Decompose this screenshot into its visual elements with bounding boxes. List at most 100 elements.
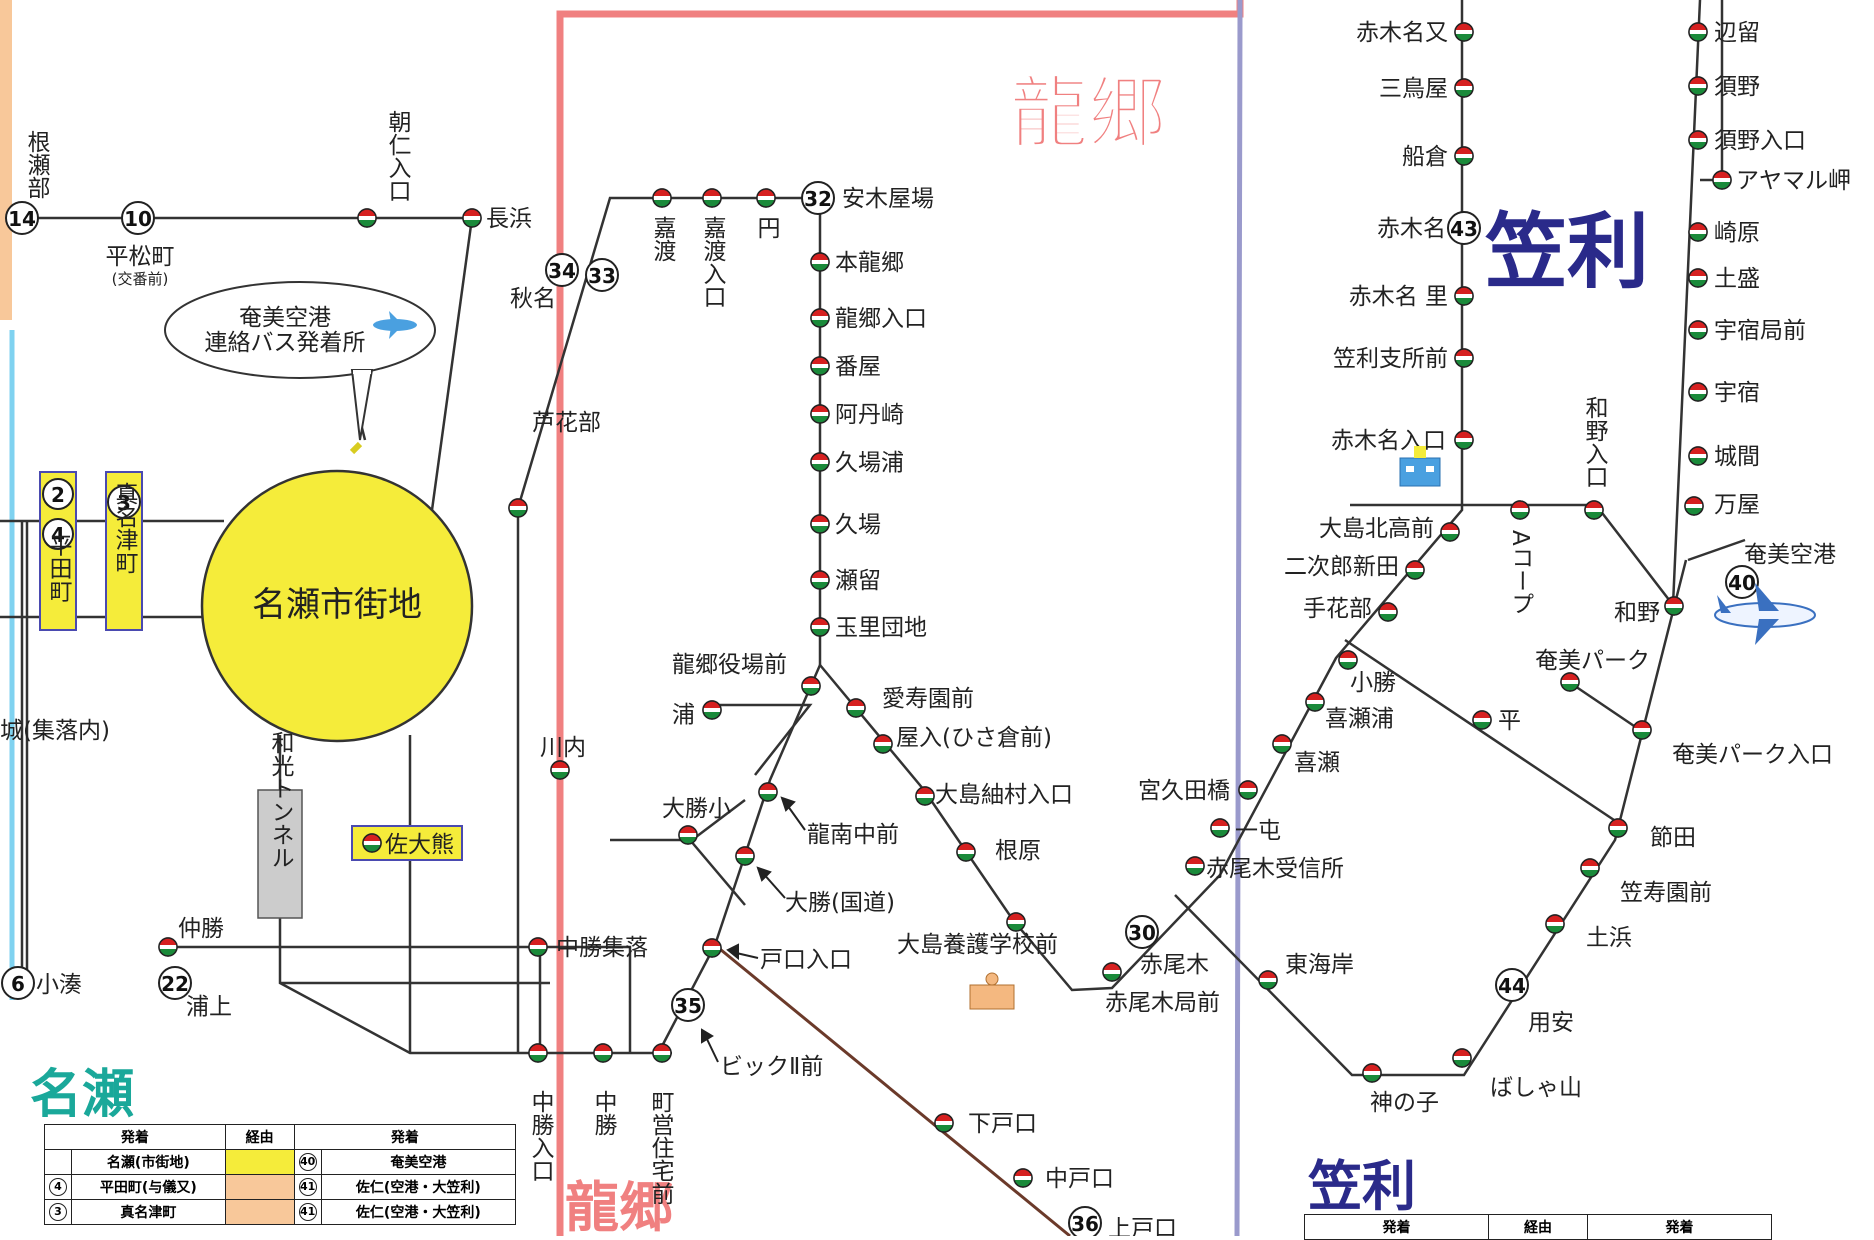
stop-nakakachi-iri: 中勝入口: [527, 1090, 555, 1182]
stop-ryunan: 龍南中前: [807, 822, 899, 848]
stop-ushuku-kyoku: 宇宿局前: [1714, 318, 1806, 344]
stop-sakibaru: 崎原: [1714, 220, 1760, 246]
stop-tokaigan: 東海岸: [1285, 952, 1354, 978]
row-num-to: 40: [298, 1153, 317, 1171]
stop-ankiyaba: 安木屋場: [842, 186, 934, 212]
stop-miyaku: 宮久田橋: [1138, 778, 1230, 804]
stop-mitoriya: 三鳥屋: [1379, 76, 1448, 102]
naze-center-label: 名瀬市街地: [252, 585, 422, 625]
stop-akao-jushin: 赤尾木受信所: [1206, 856, 1344, 882]
stop-ogachisho: 大勝小: [662, 796, 731, 822]
stop-taira: 平: [1498, 708, 1521, 734]
stop-tsuchihama: 土浜: [1586, 925, 1632, 951]
stop-uragami: 浦上: [186, 994, 232, 1020]
row-to: 佐仁(空港・大笠利): [320, 1199, 517, 1225]
stop-big2: ビックⅡ前: [720, 1054, 823, 1080]
stop-kisuura: 喜瀬浦: [1325, 706, 1394, 732]
stop-ogachi-kokudo: 大勝(国道): [785, 890, 895, 916]
airport-bus-bubble: [164, 281, 436, 379]
hirata-box[interactable]: 2 4 平田町: [39, 471, 77, 631]
naze-table-header-via: 経由: [224, 1124, 295, 1150]
stop-akaogi-kyoku: 赤尾木局前: [1105, 990, 1220, 1016]
table-row[interactable]: 4 平田町(与儀又) 41 佐仁(空港・大笠利): [44, 1174, 517, 1200]
stop-atansaki: 阿丹崎: [835, 402, 904, 428]
stop-tekebu: 手花部: [1303, 596, 1372, 622]
stop-banya: 番屋: [835, 354, 881, 380]
stop-neseibu: 根瀬部: [23, 130, 51, 199]
region-kasari-label: 笠利: [1485, 205, 1649, 300]
stop-akaogi: 赤尾木: [1140, 952, 1209, 978]
stop-kadoiri: 嘉渡入口: [699, 216, 727, 308]
stop-nakatoguchi: 中戸口: [1045, 1166, 1114, 1192]
stop-kado: 嘉渡: [649, 216, 677, 262]
stop-setome: 瀬留: [835, 568, 881, 594]
stop-yairi: 屋入(ひさ倉前): [896, 725, 1052, 751]
wako-tunnel-label: 和光トンネル: [267, 731, 295, 869]
region-borders: [0, 0, 1244, 1236]
stop-kasari-shisho: 笠利支所前: [1333, 346, 1448, 372]
hirata-label: 平田町: [45, 534, 72, 603]
stop-aijuen: 愛寿園前: [882, 686, 974, 712]
num-22: 22: [161, 972, 189, 996]
stop-asani: 朝仁入口: [384, 110, 412, 202]
stop-nakakachi: 仲勝: [178, 916, 224, 942]
stop-manya: 万屋: [1714, 492, 1760, 518]
stop-hetome: 辺留: [1714, 20, 1760, 46]
stop-ura: 浦: [672, 702, 695, 728]
stop-kise: 喜瀬: [1294, 750, 1340, 776]
num-33: 33: [588, 264, 616, 288]
num-30: 30: [1128, 921, 1156, 945]
stop-honryugo: 本龍郷: [835, 250, 904, 276]
yogo-school-icon: [969, 972, 1015, 1010]
stop-wano-iri: 和野入口: [1581, 396, 1609, 488]
region-tatsugo-bottom-label: 龍郷: [565, 1176, 673, 1236]
row-to: 奄美空港: [320, 1149, 517, 1175]
stop-kubaura: 久場浦: [835, 450, 904, 476]
num-40: 40: [1728, 571, 1756, 595]
mananotsu-label: 真名津町: [111, 482, 139, 574]
sadaikuma-label: 佐大熊: [385, 832, 454, 858]
stop-hiramatsu-sub: (交番前): [112, 270, 169, 288]
stop-shiro: 城(集落内): [0, 718, 110, 744]
stop-tomori: 土盛: [1714, 266, 1760, 292]
hirata-num-4: 4: [51, 523, 65, 547]
stop-nagahama: 長浜: [486, 206, 532, 232]
naze-table-header-from: 発着: [44, 1124, 226, 1150]
route-number-circles: 14 10 34 33 32 35 22 6 36 43 30 40 44: [1, 181, 1759, 1236]
stop-ittun: 一屯: [1235, 818, 1281, 844]
stop-akakina-iri: 赤木名入口: [1331, 428, 1446, 454]
stop-kokachi: 小勝: [1350, 670, 1396, 696]
stop-ryugoiri: 龍郷入口: [835, 306, 927, 332]
stop-kitakoko: 大島北高前: [1319, 516, 1434, 542]
region-kasari-bottom-label: 笠利: [1308, 1155, 1416, 1218]
row-via-yellow: [224, 1149, 295, 1175]
stop-akakina-sato: 赤木名 里: [1349, 284, 1448, 310]
stop-bashayama: ばしゃ山: [1490, 1075, 1582, 1101]
stop-suno-iri: 須野入口: [1714, 128, 1806, 154]
stop-labels: 根瀬部 平松町 (交番前) 朝仁入口 長浜 秋名 嘉渡 嘉渡入口 円 安木屋場 …: [0, 20, 1851, 1236]
table-row[interactable]: 名瀬(市街地) 40 奄美空港: [44, 1149, 517, 1175]
row-from: 平田町(与儀又): [71, 1174, 226, 1200]
row-num: 4: [49, 1178, 67, 1196]
stop-kamitoguchi: 上戸口: [1108, 1216, 1177, 1236]
mananotsu-num: 3: [117, 491, 131, 515]
row-from: 名瀬(市街地): [71, 1149, 226, 1175]
mananotsu-box[interactable]: 3 真名津町: [105, 471, 143, 631]
stop-en: 円: [753, 216, 779, 239]
sadaikuma-box[interactable]: 佐大熊: [351, 825, 463, 861]
bubble-line2: 連絡バス発着所: [205, 330, 366, 356]
num-6: 6: [11, 972, 25, 996]
table-row[interactable]: 3 真名津町 41 佐仁(空港・大笠利): [44, 1199, 517, 1225]
stop-funakura: 船倉: [1402, 144, 1448, 170]
stop-suno: 須野: [1714, 74, 1760, 100]
stop-akakinamata: 赤木名又: [1356, 20, 1448, 46]
airplane-icon: [373, 311, 417, 339]
naze-center-circle[interactable]: [200, 469, 474, 743]
num-14: 14: [8, 207, 36, 231]
stop-kaminoko: 神の子: [1370, 1090, 1439, 1116]
stop-tamari: 玉里団地: [835, 615, 927, 641]
stop-kawauchi: 川内: [540, 735, 586, 761]
bubble-line1: 奄美空港: [239, 305, 331, 331]
row-num: 3: [49, 1203, 67, 1221]
